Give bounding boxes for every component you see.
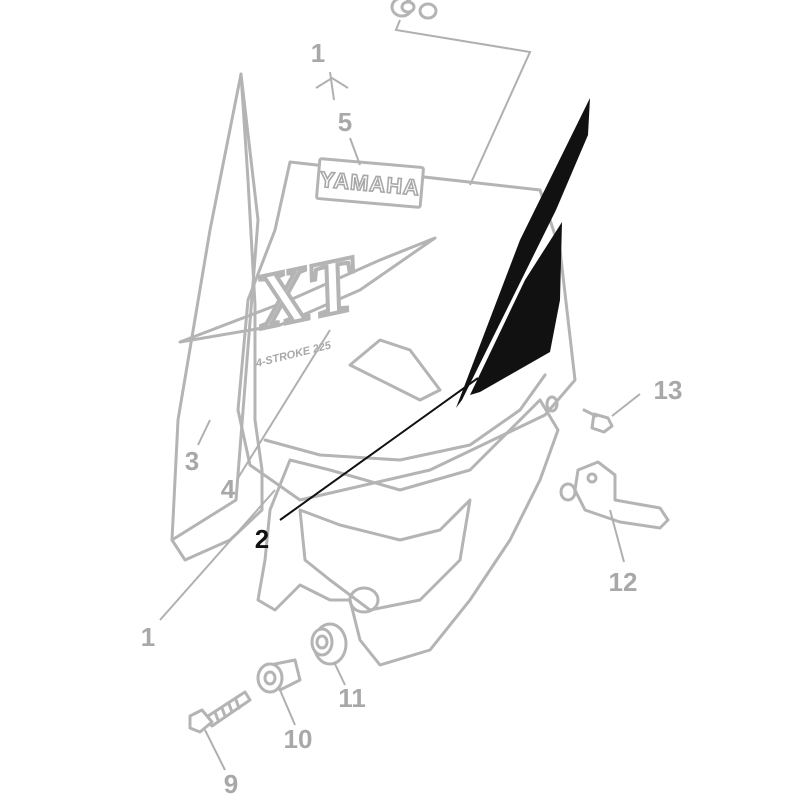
bolt-part-9 — [188, 690, 252, 734]
leader-10 — [279, 689, 296, 726]
bracket-part-12 — [559, 460, 670, 530]
callout-1-bottom: 1 — [141, 622, 155, 652]
callout-2: 2 — [255, 524, 269, 554]
leader-3 — [197, 419, 211, 446]
lower-fairing-inner — [298, 498, 472, 612]
top-fastener-nuts — [390, 0, 438, 20]
xt-decal-part-4: XT 4-STROKE 225 — [178, 236, 437, 370]
stripe-upper — [456, 98, 590, 408]
bolt-part-13 — [582, 408, 614, 434]
mount-hole — [348, 586, 380, 614]
cover-lower-ridge — [263, 373, 547, 462]
screw-part-1-top — [315, 71, 349, 101]
leader-2 — [279, 377, 479, 521]
callout-9: 9 — [224, 769, 238, 799]
stripe-decal-part-2 — [456, 98, 590, 408]
leader-top-bracket — [394, 19, 532, 186]
callout-3: 3 — [185, 446, 199, 476]
leader-11 — [333, 661, 346, 686]
callout-10: 10 — [284, 724, 313, 754]
leader-4 — [237, 329, 331, 479]
callout-11: 11 — [338, 683, 366, 713]
collar-part-10 — [256, 658, 302, 694]
callout-12: 12 — [609, 567, 638, 597]
yamaha-badge-part-5: YAMAHA — [315, 157, 425, 209]
callout-5: 5 — [338, 107, 352, 137]
leader-12 — [609, 509, 625, 563]
callout-13: 13 — [654, 375, 683, 405]
leader-lines — [159, 137, 641, 771]
xt-swoosh — [178, 236, 437, 344]
grommet-part-11 — [310, 622, 348, 666]
leader-1-bottom — [159, 489, 276, 621]
leader-13 — [611, 393, 641, 417]
callout-numbers: 1 5 13 3 4 2 12 1 11 10 9 — [141, 38, 683, 799]
callout-1-top: 1 — [311, 38, 325, 68]
callout-4: 4 — [221, 474, 236, 504]
leader-5 — [349, 137, 361, 166]
cover-inner-contour — [348, 338, 442, 402]
stripe-lower — [470, 222, 562, 395]
leader-9 — [204, 729, 226, 771]
side-mount-hole — [545, 395, 559, 413]
visor-inner-edge — [170, 72, 243, 542]
lower-fairing-body — [256, 398, 560, 667]
